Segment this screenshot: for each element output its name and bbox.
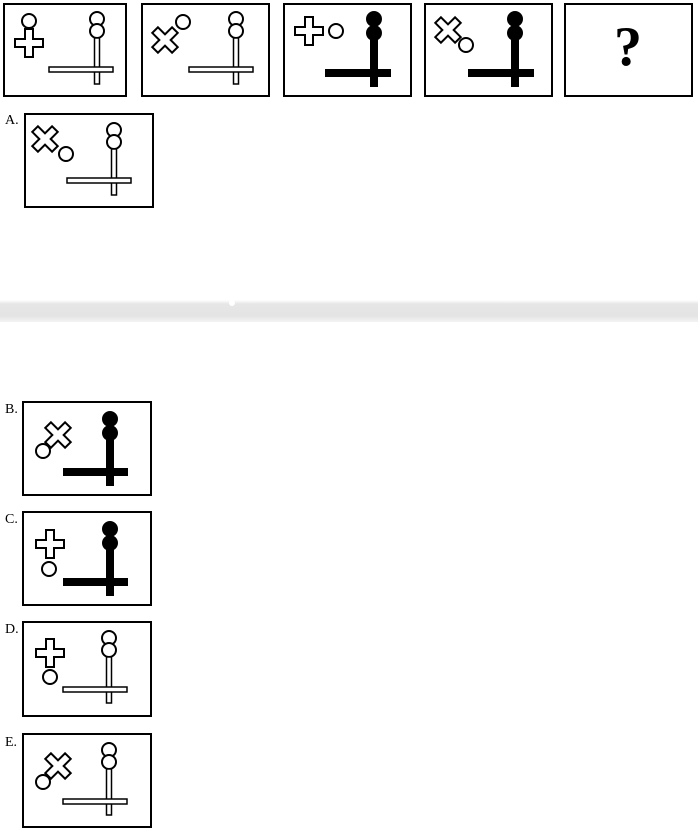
panel-figure [294, 11, 391, 87]
circle-shape [58, 146, 74, 162]
post-stem [106, 545, 114, 596]
option-d-panel[interactable] [22, 621, 152, 717]
option-b-panel[interactable] [22, 401, 152, 496]
cross-shape [43, 751, 73, 781]
circle-shape [42, 669, 58, 685]
circle-shape [35, 443, 51, 459]
option-d-label: D. [5, 622, 19, 637]
option-b-label: B. [5, 402, 18, 417]
cross-shape [150, 25, 180, 55]
post-stem [93, 37, 101, 85]
option-figure [35, 411, 128, 486]
question-mark: ? [614, 16, 642, 78]
post-stem [232, 37, 240, 85]
post-base [48, 66, 114, 73]
option-e-panel[interactable] [22, 733, 152, 828]
post-bottom-circle [89, 23, 105, 39]
sequence-panel-missing: ? [564, 3, 693, 97]
divider-handle[interactable] [229, 300, 235, 306]
post-stem [110, 148, 118, 196]
post-bottom-circle [106, 134, 122, 150]
post-base [62, 686, 128, 693]
cross-shape [14, 28, 44, 58]
cross-shape [30, 124, 60, 154]
post-bottom-circle [101, 642, 117, 658]
cross-shape [433, 15, 463, 45]
circle-shape [35, 774, 51, 790]
post-base [468, 69, 534, 77]
cross-shape [294, 16, 324, 46]
circle-shape [458, 37, 474, 53]
post-stem [370, 35, 378, 87]
cross-shape [35, 529, 65, 559]
post-stem [106, 435, 114, 486]
circle-shape [328, 23, 344, 39]
post-base [325, 69, 391, 77]
panel-figure [433, 11, 534, 87]
post-stem [511, 35, 519, 87]
option-figure [35, 521, 128, 596]
post-base [66, 177, 132, 184]
option-e-label: E. [5, 735, 18, 750]
circle-shape [41, 561, 57, 577]
post-top-circle [507, 11, 523, 27]
post-bottom-circle [101, 754, 117, 770]
sequence-panel-4 [424, 3, 553, 97]
option-a-panel[interactable] [24, 113, 154, 208]
post-stem [105, 768, 113, 816]
post-base [63, 578, 128, 586]
post-base [63, 468, 128, 476]
option-c-panel[interactable] [22, 511, 152, 606]
panel-figure [150, 11, 254, 85]
option-a-label: A. [5, 113, 19, 128]
cross-shape [43, 420, 73, 450]
section-divider [0, 300, 698, 322]
circle-shape [175, 14, 191, 30]
post-stem [105, 656, 113, 704]
option-c-label: C. [5, 512, 18, 527]
panel-figure [14, 11, 114, 85]
circle-shape [21, 13, 37, 29]
post-base [188, 66, 254, 73]
post-top-circle [102, 521, 118, 537]
post-bottom-circle [228, 23, 244, 39]
post-top-circle [102, 411, 118, 427]
post-base [62, 798, 128, 805]
sequence-panel-3 [283, 3, 412, 97]
option-figure [35, 630, 128, 704]
sequence-panel-2 [141, 3, 270, 97]
option-figure [30, 122, 132, 196]
option-figure [35, 742, 128, 816]
sequence-panel-1 [3, 3, 127, 97]
post-top-circle [366, 11, 382, 27]
cross-shape [35, 638, 65, 668]
